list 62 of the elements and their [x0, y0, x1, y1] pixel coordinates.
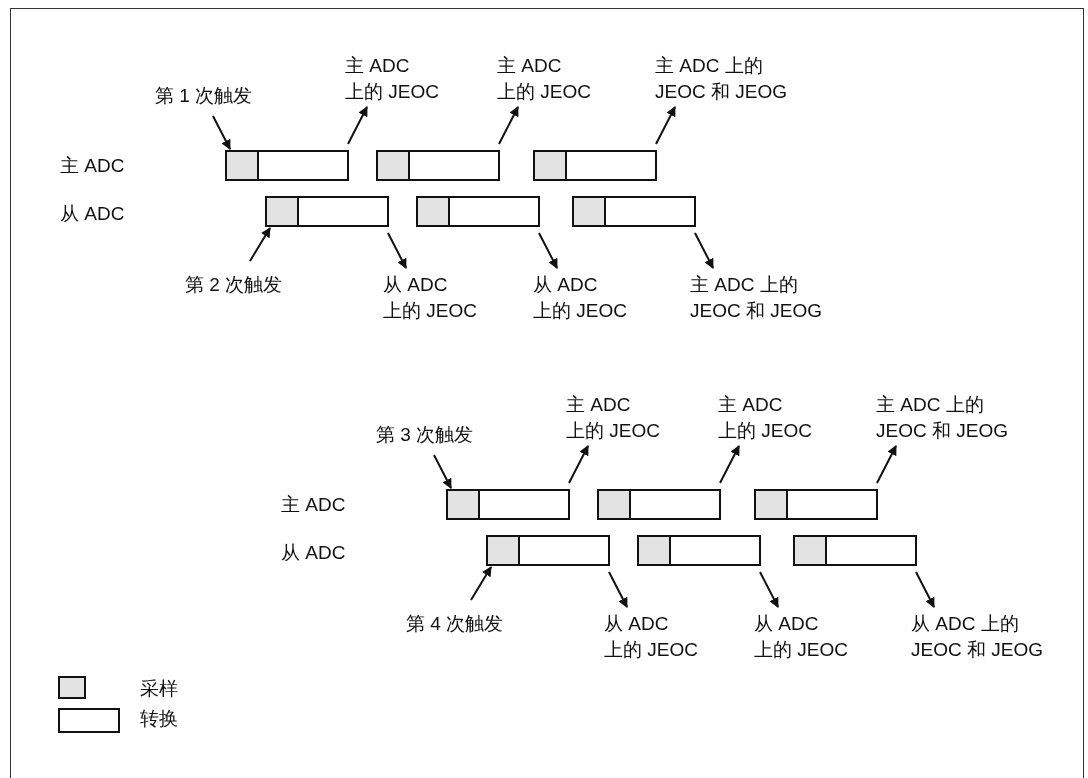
event-label: 从 ADC 上的 JEOC [533, 272, 627, 324]
arrow [694, 232, 714, 269]
sampling-segment [535, 152, 567, 179]
arrow [433, 454, 452, 489]
conversion-bar [637, 535, 761, 566]
event-label: 从 ADC 上的 JEOC 和 JEOG [911, 611, 1046, 663]
event-label: 主 ADC 上的 JEOC [718, 392, 812, 444]
trigger-label: 第 1 次触发 [155, 83, 253, 109]
row-label: 从 ADC [281, 541, 346, 565]
sampling-segment [448, 491, 480, 518]
conversion-bar [754, 489, 878, 520]
event-label: 主 ADC 上的 JEOC 和 JEOG [690, 272, 825, 324]
arrow [347, 106, 368, 145]
sampling-segment [378, 152, 410, 179]
conversion-bar [572, 196, 696, 227]
trigger-label: 第 2 次触发 [185, 272, 283, 298]
event-label: 主 ADC 上的 JEOC [497, 53, 591, 105]
sampling-segment [267, 198, 299, 225]
arrow [538, 232, 558, 269]
sampling-segment [756, 491, 788, 518]
conversion-bar [225, 150, 349, 181]
conversion-bar [265, 196, 389, 227]
event-label: 从 ADC 上的 JEOC [383, 272, 477, 324]
arrow [249, 227, 271, 262]
arrow [915, 571, 935, 608]
conversion-bar [376, 150, 500, 181]
arrow [568, 445, 589, 484]
arrow [719, 445, 740, 484]
trigger-label: 第 4 次触发 [406, 611, 504, 637]
event-label: 主 ADC 上的 JEOC [566, 392, 660, 444]
event-label: 主 ADC 上的 JEOC 和 JEOG [655, 53, 790, 105]
conversion-bar [446, 489, 570, 520]
sampling-segment [418, 198, 450, 225]
sampling-segment [574, 198, 606, 225]
trigger-label: 第 3 次触发 [376, 422, 474, 448]
legend-label: 转换 [140, 707, 178, 731]
sampling-segment [488, 537, 520, 564]
arrow [759, 571, 779, 608]
arrow [212, 115, 231, 150]
event-label: 主 ADC 上的 JEOC 和 JEOG [876, 392, 1011, 444]
conversion-bar [533, 150, 657, 181]
arrow [498, 106, 519, 145]
sampling-segment [795, 537, 827, 564]
sampling-segment [599, 491, 631, 518]
conversion-bar [793, 535, 917, 566]
row-label: 主 ADC [60, 154, 125, 178]
row-label: 主 ADC [281, 493, 346, 517]
arrow [876, 445, 897, 484]
row-label: 从 ADC [60, 202, 125, 226]
arrow [470, 566, 492, 601]
arrow [387, 232, 407, 269]
event-label: 从 ADC 上的 JEOC [604, 611, 698, 663]
conversion-bar [597, 489, 721, 520]
conversion-bar [416, 196, 540, 227]
event-label: 主 ADC 上的 JEOC [345, 53, 439, 105]
event-label: 从 ADC 上的 JEOC [754, 611, 848, 663]
sampling-segment [639, 537, 671, 564]
legend-label: 采样 [140, 677, 178, 701]
sampling-segment [227, 152, 259, 179]
conversion-bar [486, 535, 610, 566]
arrow [655, 106, 676, 145]
arrow [608, 571, 628, 608]
